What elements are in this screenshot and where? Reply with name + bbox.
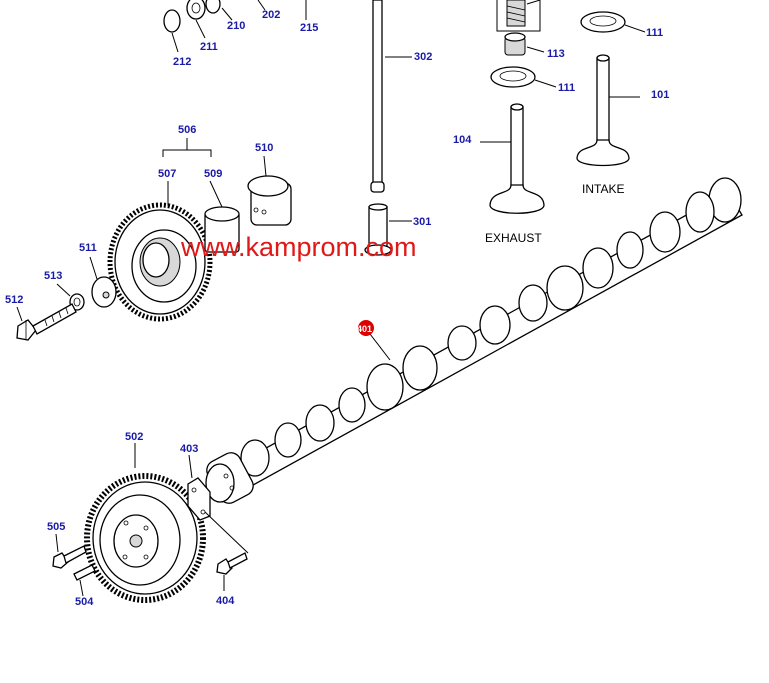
callout-301[interactable]: 301 (413, 216, 431, 228)
part-111-spring-seat-lower[interactable] (490, 66, 557, 88)
callout-403[interactable]: 403 (180, 443, 198, 455)
callout-401[interactable]: 401 (357, 324, 372, 334)
callout-504[interactable]: 504 (75, 596, 94, 608)
callout-104[interactable]: 104 (453, 134, 472, 146)
part-301-tappet[interactable] (364, 203, 412, 256)
highlight-marker-401[interactable] (358, 320, 374, 336)
part-510-bushing-flanged[interactable] (247, 175, 292, 226)
callout-509[interactable]: 509 (204, 168, 222, 180)
callout-302[interactable]: 302 (414, 51, 432, 63)
part-211-washer[interactable] (186, 0, 206, 20)
callout-113[interactable]: 113 (547, 48, 565, 60)
part-504-dowel-pin[interactable] (73, 564, 96, 597)
callout-404[interactable]: 404 (216, 595, 235, 607)
part-502-camshaft-gear[interactable] (84, 443, 206, 603)
callout-502[interactable]: 502 (125, 431, 143, 443)
part-506-idler-gear-assembly (162, 138, 267, 212)
callout-101[interactable]: 101 (651, 89, 669, 101)
callout-211[interactable]: 211 (200, 41, 218, 53)
caption-intake: INTAKE (582, 182, 624, 196)
caption-exhaust: EXHAUST (485, 231, 542, 245)
callout-506[interactable]: 506 (178, 124, 196, 136)
watermark-text: www.kamprom.com (180, 232, 417, 262)
part-403-gasket[interactable] (187, 454, 211, 521)
callout-513[interactable]: 513 (44, 270, 62, 282)
callout-111-upper[interactable]: 111 (646, 27, 663, 39)
part-509-bushing[interactable] (204, 206, 240, 253)
part-group-valve-spring-box (496, 0, 541, 32)
part-101-intake-valve[interactable] (576, 54, 640, 167)
part-111-spring-seat-upper[interactable] (580, 11, 646, 33)
part-210-spring[interactable] (205, 0, 221, 14)
callout-202[interactable]: 202 (262, 9, 280, 21)
part-507-idler-gear[interactable] (107, 202, 213, 322)
callout-512[interactable]: 512 (5, 294, 23, 306)
callout-511[interactable]: 511 (79, 242, 97, 254)
part-group-rocker-retainers (163, 0, 307, 53)
part-505-bolt[interactable] (52, 533, 87, 569)
part-401-camshaft[interactable] (203, 177, 743, 507)
callout-505[interactable]: 505 (47, 521, 65, 533)
callout-210[interactable]: 210 (227, 20, 245, 32)
callout-510[interactable]: 510 (255, 142, 273, 154)
callout-111-lower[interactable]: 111 (558, 82, 575, 94)
callout-507[interactable]: 507 (158, 168, 176, 180)
part-512-bolt[interactable] (16, 303, 77, 341)
part-113-valve-seal[interactable] (504, 32, 545, 56)
part-404-bolt[interactable] (204, 511, 249, 591)
part-302-push-rod[interactable] (370, 0, 412, 193)
callout-212[interactable]: 212 (173, 56, 191, 68)
part-511-thrust-plate[interactable] (89, 256, 117, 308)
callout-215[interactable]: 215 (300, 22, 318, 34)
part-212-circlip[interactable] (163, 9, 181, 33)
part-104-exhaust-valve[interactable] (480, 103, 545, 214)
